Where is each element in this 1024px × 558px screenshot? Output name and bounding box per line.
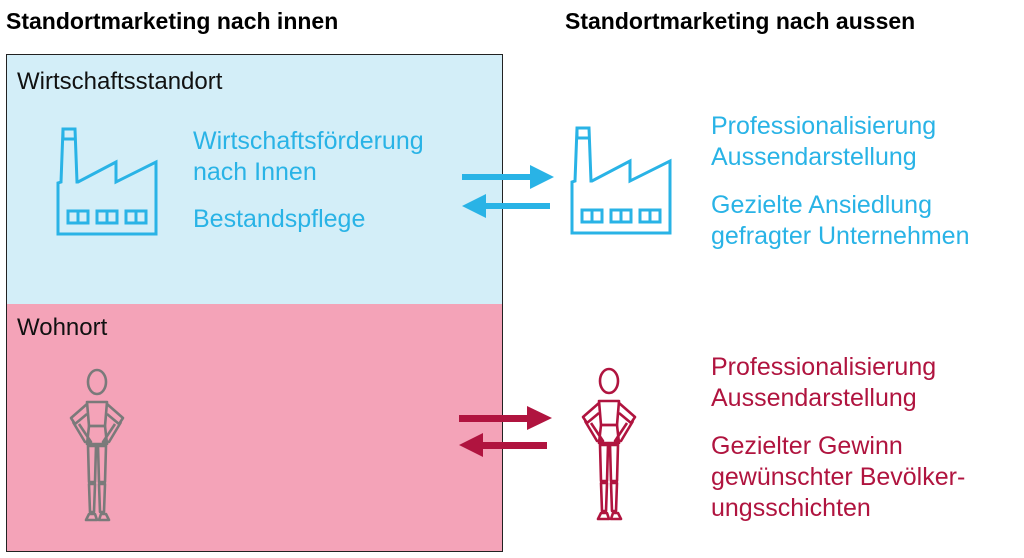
factory-icon: [56, 127, 158, 236]
inner-business-text: Wirtschaftsförderung nach Innen Bestands…: [193, 126, 424, 235]
person-figure-icon: [581, 367, 637, 521]
outer-residence-text: Professionalisierung Aussendarstellung G…: [711, 352, 965, 524]
arrow-left-icon: [462, 194, 550, 218]
arrow-right-icon: [462, 165, 554, 189]
text-line: Aussendarstellung: [711, 143, 917, 171]
outer-business-text: Professionalisierung Aussendarstellung G…: [711, 111, 969, 252]
text-line: gefragter Unternehmen: [711, 222, 970, 250]
text-line: Professionalisierung: [711, 112, 937, 140]
factory-icon: [570, 126, 672, 235]
business-section: Wirtschaftsstandort Wirtschaftsförderung…: [7, 55, 502, 304]
inner-box: Wirtschaftsstandort Wirtschaftsförderung…: [6, 54, 503, 552]
arrow-right-icon: [459, 406, 552, 430]
text-line: Gezielte Ansiedlung: [711, 191, 932, 219]
text-line: Professionalisierung: [711, 353, 937, 381]
residence-label: Wohnort: [17, 314, 108, 341]
text-line: Wirtschaftsförderung: [193, 127, 424, 155]
text-line: Aussendarstellung: [711, 384, 917, 412]
text-line: ungsschichten: [711, 494, 871, 522]
header-inner: Standortmarketing nach innen: [6, 8, 339, 34]
exchange-arrows-blue: [462, 165, 554, 218]
residence-section: Wohnort: [7, 304, 502, 551]
exchange-arrows-red: [459, 406, 552, 457]
business-label: Wirtschaftsstandort: [17, 68, 223, 95]
text-line: Bestandspflege: [193, 205, 366, 233]
arrow-left-icon: [459, 433, 547, 457]
text-line: Gezielter Gewinn: [711, 432, 903, 460]
header-outer: Standortmarketing nach aussen: [565, 8, 916, 34]
text-line: nach Innen: [193, 158, 317, 186]
person-figure-icon: [69, 368, 125, 522]
text-line: gewünschter Bevölker-: [711, 463, 966, 491]
